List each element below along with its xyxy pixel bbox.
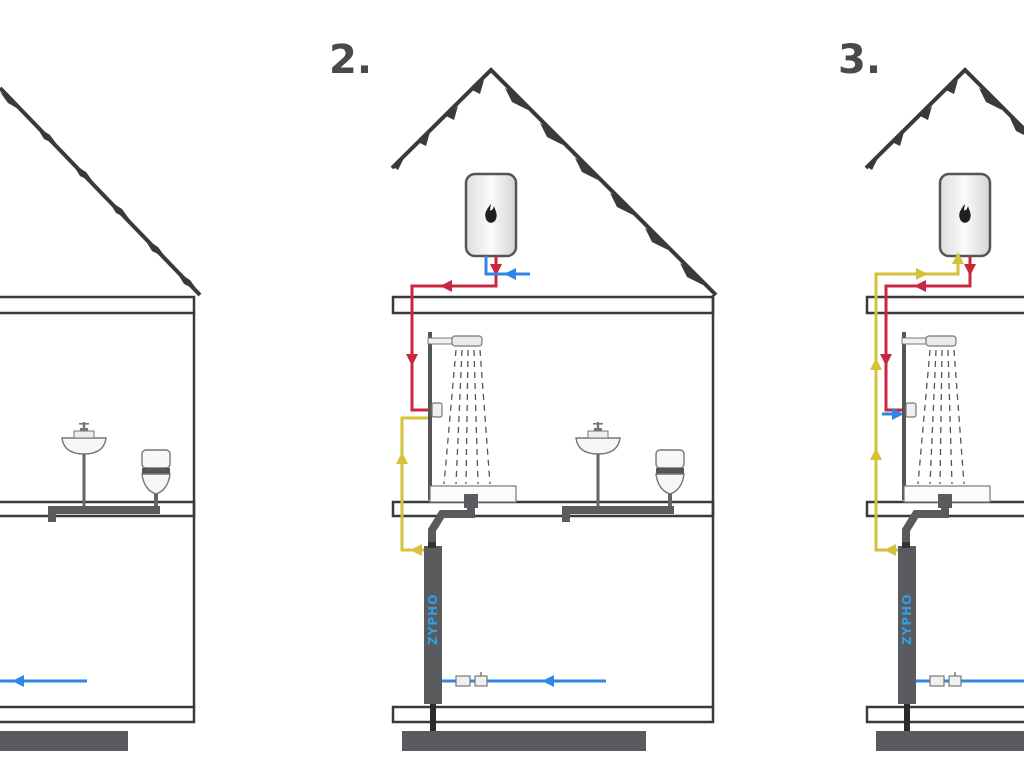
ground-floor-slab bbox=[0, 705, 196, 724]
roof-shingles bbox=[866, 80, 1024, 170]
zypho-unit: ZYPHO bbox=[424, 542, 442, 735]
hot-water-pipe bbox=[410, 256, 498, 412]
step-label-3: 3. bbox=[838, 37, 882, 83]
shower bbox=[901, 332, 991, 508]
flame-icon bbox=[959, 204, 971, 223]
hot-water-pipe bbox=[884, 256, 972, 412]
ground-floor-slab bbox=[865, 705, 1024, 724]
panel-3: ZYPHO bbox=[864, 67, 1024, 751]
zypho-label: ZYPHO bbox=[900, 594, 914, 645]
roof-shingles bbox=[0, 92, 198, 291]
shower bbox=[427, 332, 517, 508]
water-heater bbox=[938, 172, 992, 258]
flame-icon bbox=[485, 204, 497, 223]
bathroom-fixtures bbox=[47, 421, 171, 523]
preheated-water-pipe bbox=[400, 416, 428, 552]
panel-1 bbox=[0, 86, 202, 751]
ground bbox=[0, 731, 128, 751]
attic-floor-slab bbox=[865, 295, 1024, 315]
attic-floor-slab bbox=[391, 295, 715, 315]
ground bbox=[876, 731, 1024, 751]
roof-outline bbox=[0, 86, 202, 297]
water-heater bbox=[464, 172, 518, 258]
attic-floor-slab bbox=[0, 295, 196, 315]
cold-water-pipe bbox=[484, 256, 530, 276]
shower-drain bbox=[428, 508, 475, 548]
ground-floor-slab bbox=[391, 705, 715, 724]
roof-shingles bbox=[392, 80, 703, 285]
zypho-label: ZYPHO bbox=[426, 594, 440, 645]
step-label-2: 2. bbox=[329, 37, 373, 83]
water-meter bbox=[929, 672, 962, 687]
panel-2: ZYPHO bbox=[390, 67, 718, 751]
bathroom-fixtures bbox=[561, 421, 685, 523]
water-meter bbox=[455, 672, 488, 687]
roof-outline bbox=[390, 67, 718, 297]
roof-outline bbox=[864, 67, 1024, 170]
shower-drain bbox=[902, 508, 949, 548]
ground bbox=[402, 731, 646, 751]
zypho-unit: ZYPHO bbox=[898, 542, 916, 735]
